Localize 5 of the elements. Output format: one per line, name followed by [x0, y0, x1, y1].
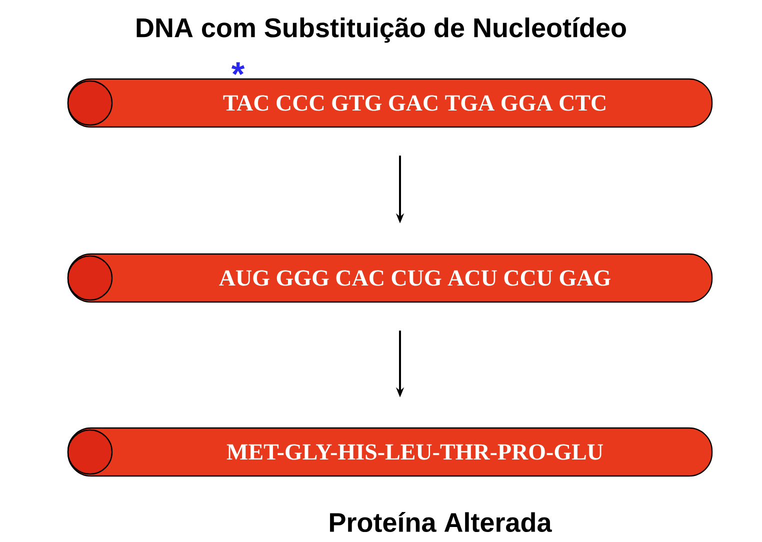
caption: Proteína Alterada: [330, 512, 552, 532]
title: DNA com Substituição de Nucleotídeo: [136, 17, 626, 43]
capsule: MET-GLY-HIS-LEU-THR-PRO-GLU: [67, 427, 713, 477]
capsule: TAC CCC GTG GAC TGA GGA CTC: [67, 78, 713, 128]
capsule: AUG GGG CAC CUG ACU CCU GAG: [67, 253, 713, 303]
